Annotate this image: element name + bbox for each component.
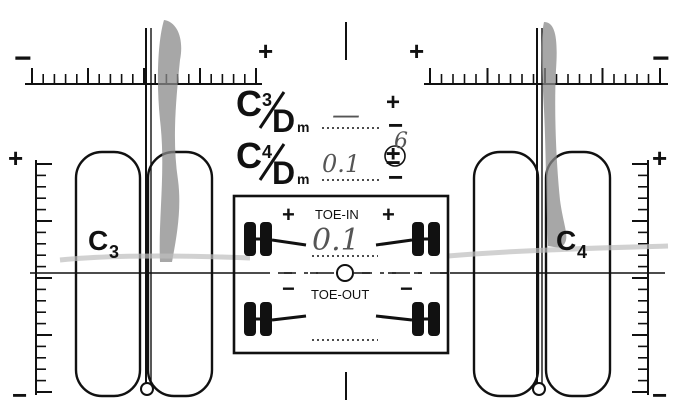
left-wheel-label: C	[88, 225, 108, 256]
c4-margin-value: 6	[394, 129, 408, 154]
toe-out-label: TOE-OUT	[311, 287, 369, 302]
left-scale-minus: −	[14, 42, 32, 75]
c4-reading: C 4 D m 0.1 ± 6 −	[236, 129, 408, 192]
svg-text:D: D	[272, 155, 295, 191]
toe-out-right-wheels-icon	[375, 302, 440, 336]
right-scale-plus: +	[409, 36, 424, 66]
svg-text:−: −	[282, 276, 295, 301]
right-plumb-bob-icon	[532, 382, 546, 396]
right-vscale-minus: −	[652, 380, 667, 406]
right-inner-tire	[472, 150, 540, 398]
toe-in-right-wheels-icon	[375, 222, 440, 256]
right-vscale-plus: +	[652, 143, 667, 173]
svg-text:4: 4	[262, 142, 272, 162]
center-point-icon	[336, 264, 354, 282]
svg-text:3: 3	[262, 90, 272, 110]
toe-box: + TOE-IN + 0.1 − TOE-OUT −	[232, 194, 450, 355]
c4-value: 0.1	[322, 150, 360, 178]
svg-text:+: +	[386, 89, 400, 116]
left-camber-gauge: − + + − C 3	[8, 20, 273, 406]
left-inner-tire	[146, 150, 214, 398]
svg-text:−: −	[388, 110, 403, 140]
svg-text:−: −	[400, 276, 413, 301]
svg-text:+: +	[382, 202, 395, 227]
left-marker-streak	[157, 20, 182, 262]
right-camber-gauge: + − + − C 4	[409, 22, 670, 406]
right-scale-minus: −	[652, 42, 670, 75]
right-wheel-subscript: 4	[577, 242, 587, 262]
c3-reading: C 3 D m — + −	[236, 83, 403, 140]
toe-in-value: 0.1	[312, 223, 360, 258]
right-outer-tire	[544, 150, 612, 398]
left-outer-tire	[74, 150, 142, 398]
svg-text:+: +	[282, 202, 295, 227]
left-vscale-minus: −	[12, 380, 27, 406]
svg-text:m: m	[297, 171, 309, 187]
toe-in-left-wheels-icon	[244, 222, 307, 256]
left-plumb-bob-icon	[140, 382, 154, 396]
svg-text:C: C	[236, 83, 262, 124]
svg-text:C: C	[236, 135, 262, 176]
svg-text:−: −	[388, 162, 403, 192]
left-scale-plus: +	[258, 36, 273, 66]
left-wheel-subscript: 3	[109, 242, 119, 262]
c3-value: —	[332, 98, 360, 131]
svg-text:D: D	[272, 103, 295, 139]
svg-text:m: m	[297, 119, 309, 135]
left-vscale-plus: +	[8, 143, 23, 173]
toe-out-left-wheels-icon	[244, 302, 307, 336]
right-marker-streak	[541, 22, 567, 248]
toe-in-label: TOE-IN	[315, 207, 359, 222]
right-wheel-label: C	[556, 225, 576, 256]
